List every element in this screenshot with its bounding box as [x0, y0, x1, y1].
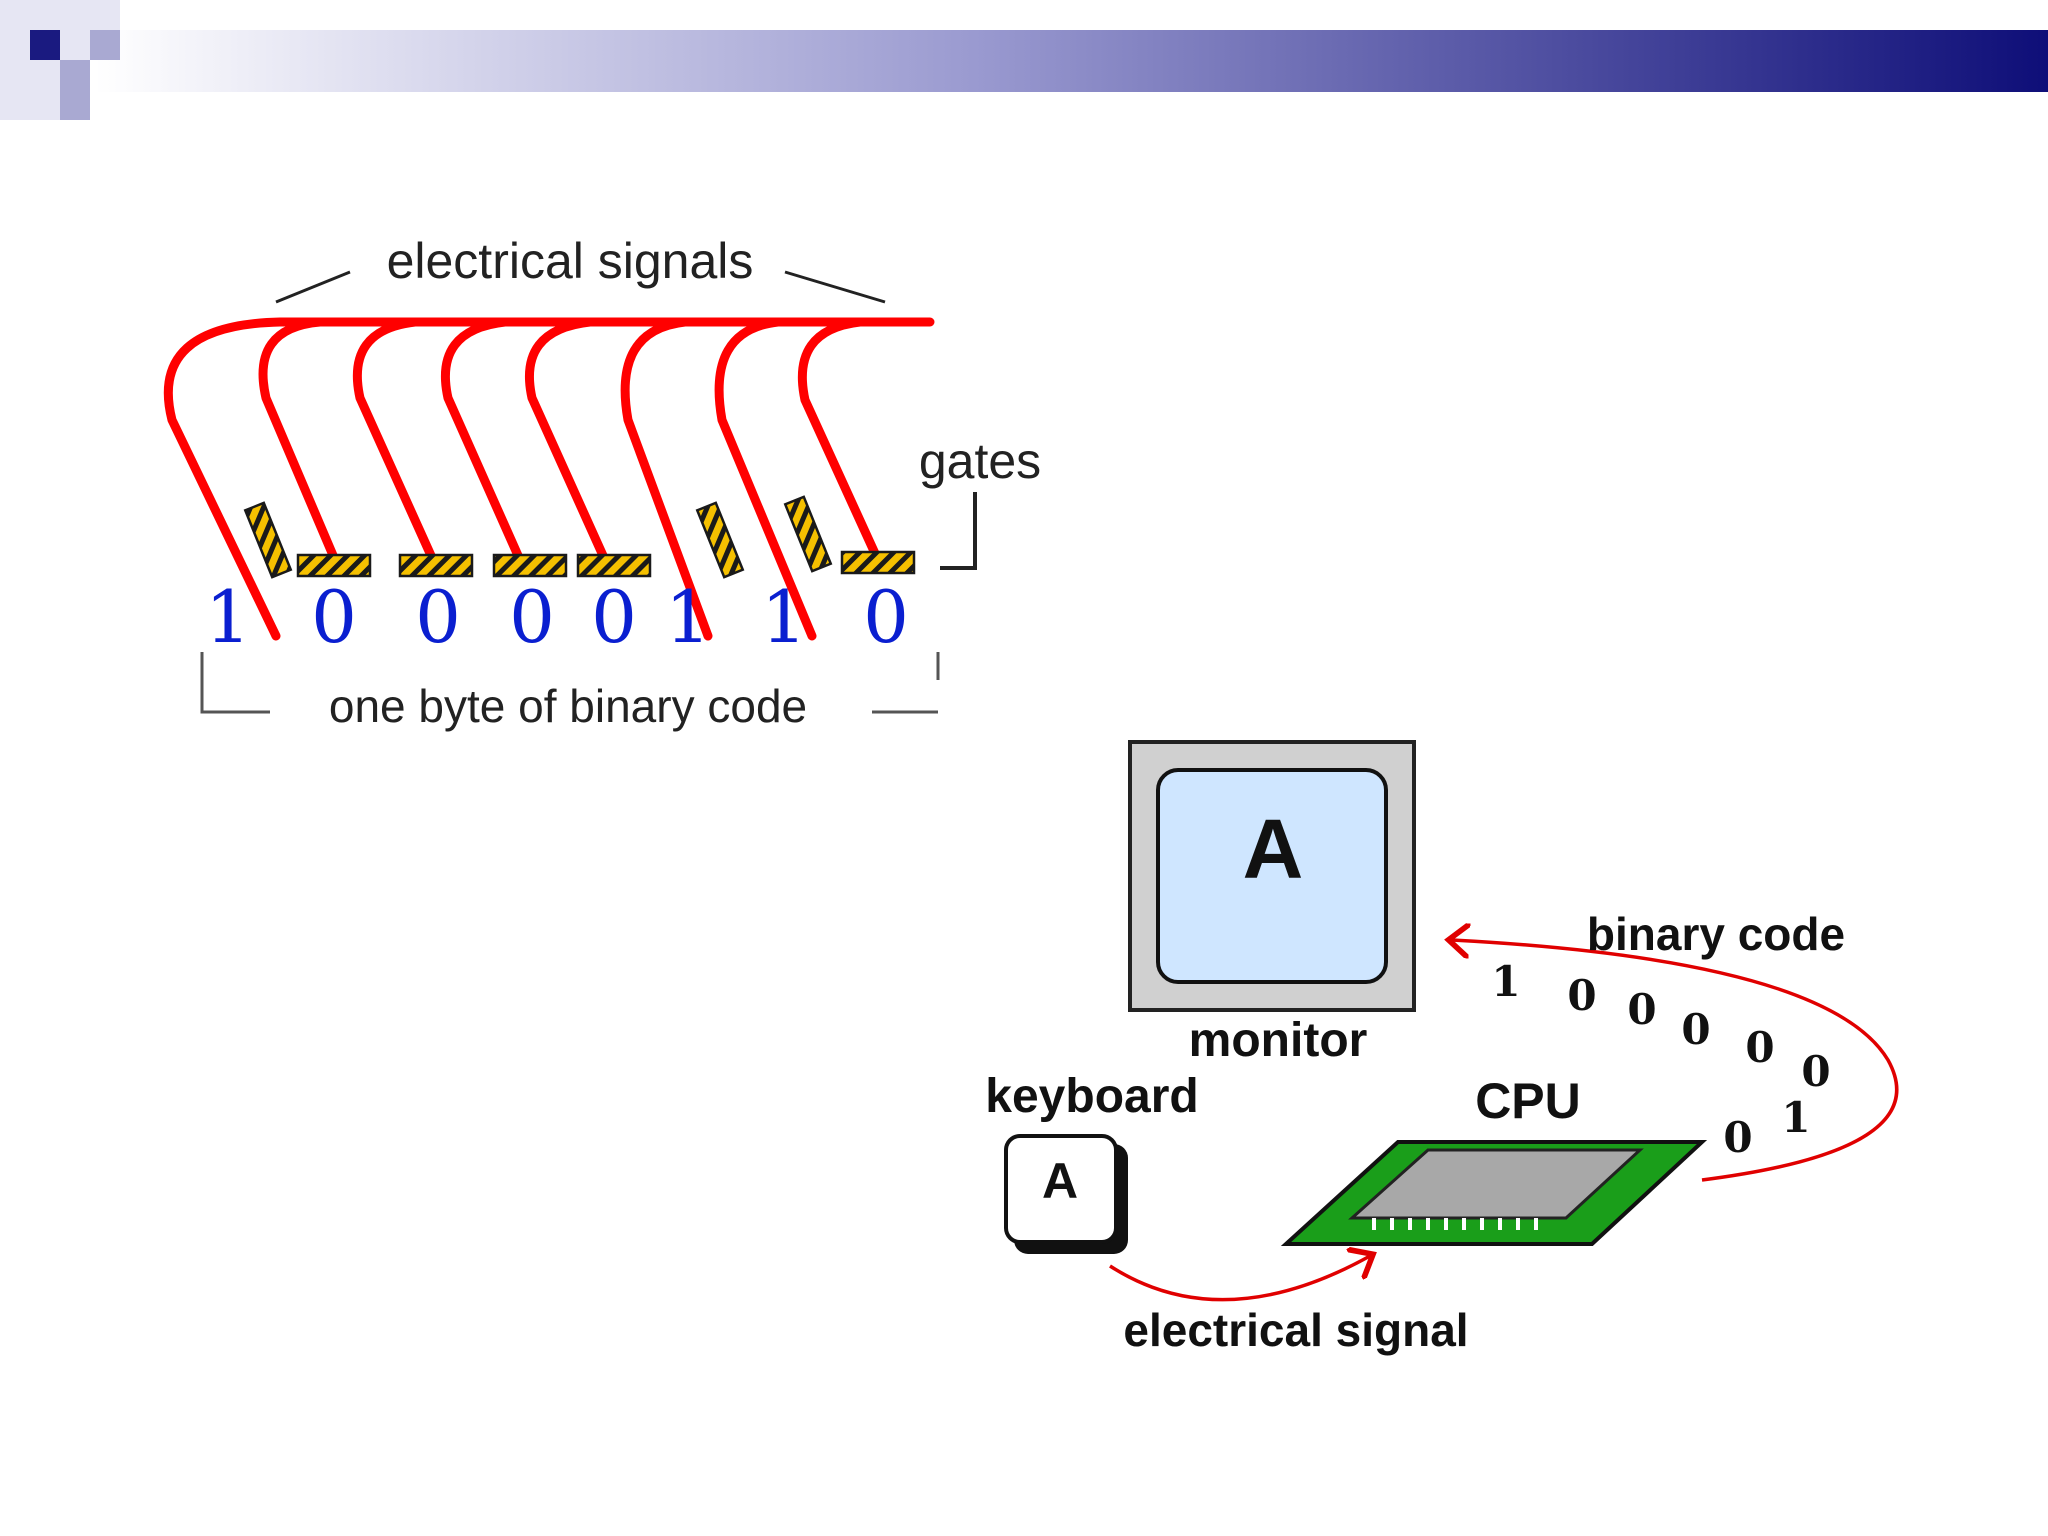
gate-closed-2: [296, 553, 372, 578]
byte-bits: 1 0 0 0 0 1 1 0: [205, 575, 909, 659]
gate-open-6: [695, 501, 745, 579]
gate-open-1: [243, 501, 293, 579]
binary-digit: 0: [1745, 1023, 1774, 1072]
signal-wire-5: [524, 317, 610, 565]
binary-digit: 0: [1723, 1113, 1752, 1162]
signal-wire-2: [258, 317, 340, 565]
byte-label: one byte of binary code: [329, 680, 807, 732]
logo-square-dark: [30, 30, 60, 60]
monitor-char: A: [1243, 802, 1304, 896]
cpu-chip: [1280, 1140, 1708, 1246]
key-cap: [1004, 1134, 1118, 1244]
keyboard-key: A: [1004, 1134, 1128, 1254]
signal-wire-4: [440, 317, 525, 565]
cpu-pins: [1372, 1218, 1538, 1230]
signals-label: electrical signals: [387, 233, 754, 289]
gate-closed-3: [398, 553, 474, 578]
signal-wires: [163, 317, 935, 641]
computer-diagram: A monitor keyboard A CPU: [985, 740, 1899, 1356]
title-gradient-bar: [95, 30, 2048, 92]
key-char: A: [1042, 1153, 1078, 1209]
title-decoration: [0, 0, 2048, 120]
gate-closed-5: [576, 553, 652, 578]
byte-bit: 0: [509, 575, 555, 659]
gate-closed-4: [492, 553, 568, 578]
binary-digit: 1: [1781, 1093, 1810, 1142]
signal-wire-1: [163, 317, 935, 641]
logo-square-mid-3: [60, 90, 90, 120]
cpu-top: [1348, 1148, 1644, 1220]
byte-bit: 0: [415, 575, 461, 659]
signals-pointer-left: [275, 270, 351, 304]
byte-bracket-right: [872, 652, 940, 714]
logo-square-mid-1: [90, 30, 120, 60]
gates-label: gates: [919, 433, 1041, 489]
binary-digit: 0: [1567, 971, 1596, 1020]
binary-digit: 0: [1627, 985, 1656, 1034]
byte-bit: 0: [311, 575, 357, 659]
byte-bit: 0: [591, 575, 637, 659]
binary-code-label: binary code: [1587, 908, 1845, 960]
byte-bit: 1: [665, 575, 711, 659]
gate-closed-8: [840, 550, 916, 575]
electrical-signal-arrow: [1109, 1256, 1370, 1302]
cpu-label: CPU: [1475, 1073, 1581, 1129]
signal-wire-8: [797, 317, 883, 565]
signal-wire-3: [352, 317, 438, 565]
byte-bit: 1: [205, 575, 251, 659]
byte-bit: 1: [761, 575, 807, 659]
binary-digit: 0: [1801, 1047, 1830, 1096]
binary-code-arrow: [1452, 940, 1899, 1182]
monitor-label: monitor: [1189, 1014, 1368, 1067]
byte-bracket-left: [200, 652, 270, 714]
logo-square-light-3: [0, 60, 60, 120]
keyboard-label: keyboard: [985, 1070, 1198, 1123]
signal-wire-7: [714, 317, 817, 641]
monitor-screen: [1156, 768, 1388, 984]
binary-digits: 1 0 0 0 0 0 1 0: [1491, 957, 1830, 1162]
monitor: A: [1128, 740, 1416, 1012]
gates: [243, 495, 916, 579]
byte-bit: 0: [863, 575, 909, 659]
gate-open-7: [783, 495, 833, 573]
binary-digit: 1: [1491, 957, 1520, 1006]
logo-square-mid-2: [60, 60, 90, 90]
gates-pointer: [940, 492, 977, 570]
signals-pointer-right: [784, 270, 886, 304]
electrical-signal-label: electrical signal: [1123, 1304, 1468, 1356]
signal-wire-6: [620, 317, 713, 641]
binary-digit: 0: [1681, 1005, 1710, 1054]
byte-diagram: electrical signals gates: [163, 233, 1041, 732]
